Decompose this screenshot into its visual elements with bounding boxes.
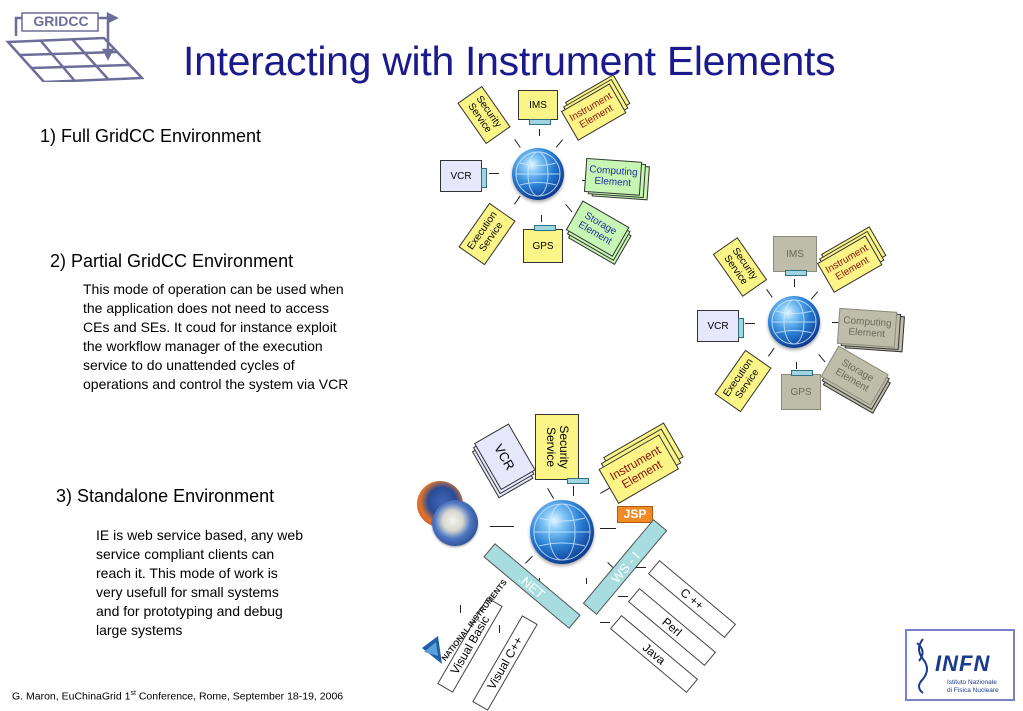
d1-security-label: Security Service [465,93,504,135]
d1-vcr-box: VCR [440,160,482,192]
section-standalone-heading: 3) Standalone Environment [56,486,275,506]
d2-storage-stack: Storage Element [820,345,891,414]
section-standalone-description: IE is web service based, any web service… [96,527,303,638]
d3-net-label: .NET [515,570,549,602]
d1-execution-label: Execution Service [465,209,506,254]
d3-java-label: Java [639,640,669,668]
infn-line1: Istituto Nazionale [947,679,997,686]
infn-line2: di Fisica Nucleare [947,687,999,694]
footer-citation: G. Maron, EuChinaGrid 1st Conference, Ro… [12,690,343,703]
d1-computing-label: Computing Element [588,164,638,190]
gridcc-logo: GRIDCC [4,10,145,84]
d2-ims-box: IMS [773,236,817,272]
d3-jsp-label: JSP [623,507,647,521]
d3-jsp-badge: JSP [617,506,653,523]
d1-instrument-stack: Instrument Element [561,74,631,142]
slide-title: Interacting with Instrument Elements [183,38,836,84]
infn-logo: INFN Istituto Nazionale di Fisica Nuclea… [905,629,1015,701]
thunderbird-icon [432,500,478,546]
d1-computing-stack: Computing Element [583,157,650,201]
d2-execution-label: Execution Service [721,356,762,401]
gridcc-logo-graphic [5,11,145,84]
d2-security-label: Security Service [721,245,760,287]
d2-execution-box: Execution Service [714,349,772,413]
d1-globe-icon [512,148,564,200]
d2-vcr-label: VCR [707,320,729,332]
d2-computing-label: Computing Element [842,315,892,341]
d1-ims-box: IMS [518,90,558,120]
d3-security-label: Security Service [544,425,571,469]
footer-prefix: G. Maron, EuChinaGrid 1 [12,690,131,703]
section-partial-heading: 2) Partial GridCC Environment [50,251,294,271]
gridcc-logo-text: GRIDCC [33,13,89,29]
d1-gps-label: GPS [532,240,554,252]
d1-vcr-label: VCR [450,170,472,182]
d3-perl-label: Perl [659,614,685,640]
infn-name: INFN [935,651,991,676]
d2-security-box: Security Service [712,237,768,297]
d3-instrument-stack: Instrument Element [598,422,684,505]
section-partial-description: This mode of operation can be used when … [83,281,349,392]
d2-ims-label: IMS [786,248,804,260]
infn-symbol-icon [916,638,928,694]
d3-vcr-stack: VCR [471,423,537,499]
d3-cpp-label: C ++ [677,585,707,613]
national-instruments-logo: NATIONAL INSTRUMENTS [418,578,509,666]
d2-gps-box: GPS [781,374,821,410]
d2-globe-icon [768,296,820,348]
d3-vcr-label: VCR [491,441,519,473]
d1-security-box: Security Service [457,85,511,145]
d2-gps-label: GPS [790,386,812,398]
d1-storage-stack: Storage Element [565,200,632,266]
d2-computing-stack: Computing Element [836,307,905,353]
footer-superscript: st [130,690,136,697]
section-full-heading: 1) Full GridCC Environment [40,126,262,146]
footer-suffix: Conference, Rome, September 18-19, 2006 [135,690,344,703]
d2-instrument-stack: Instrument Element [817,226,887,294]
d3-security-box: Security Service [535,414,579,480]
d1-gps-box: GPS [523,229,563,263]
d3-globe-icon [530,500,594,564]
d2-vcr-box: VCR [697,310,739,342]
d1-execution-box: Execution Service [458,202,516,266]
d1-ims-label: IMS [529,99,547,111]
